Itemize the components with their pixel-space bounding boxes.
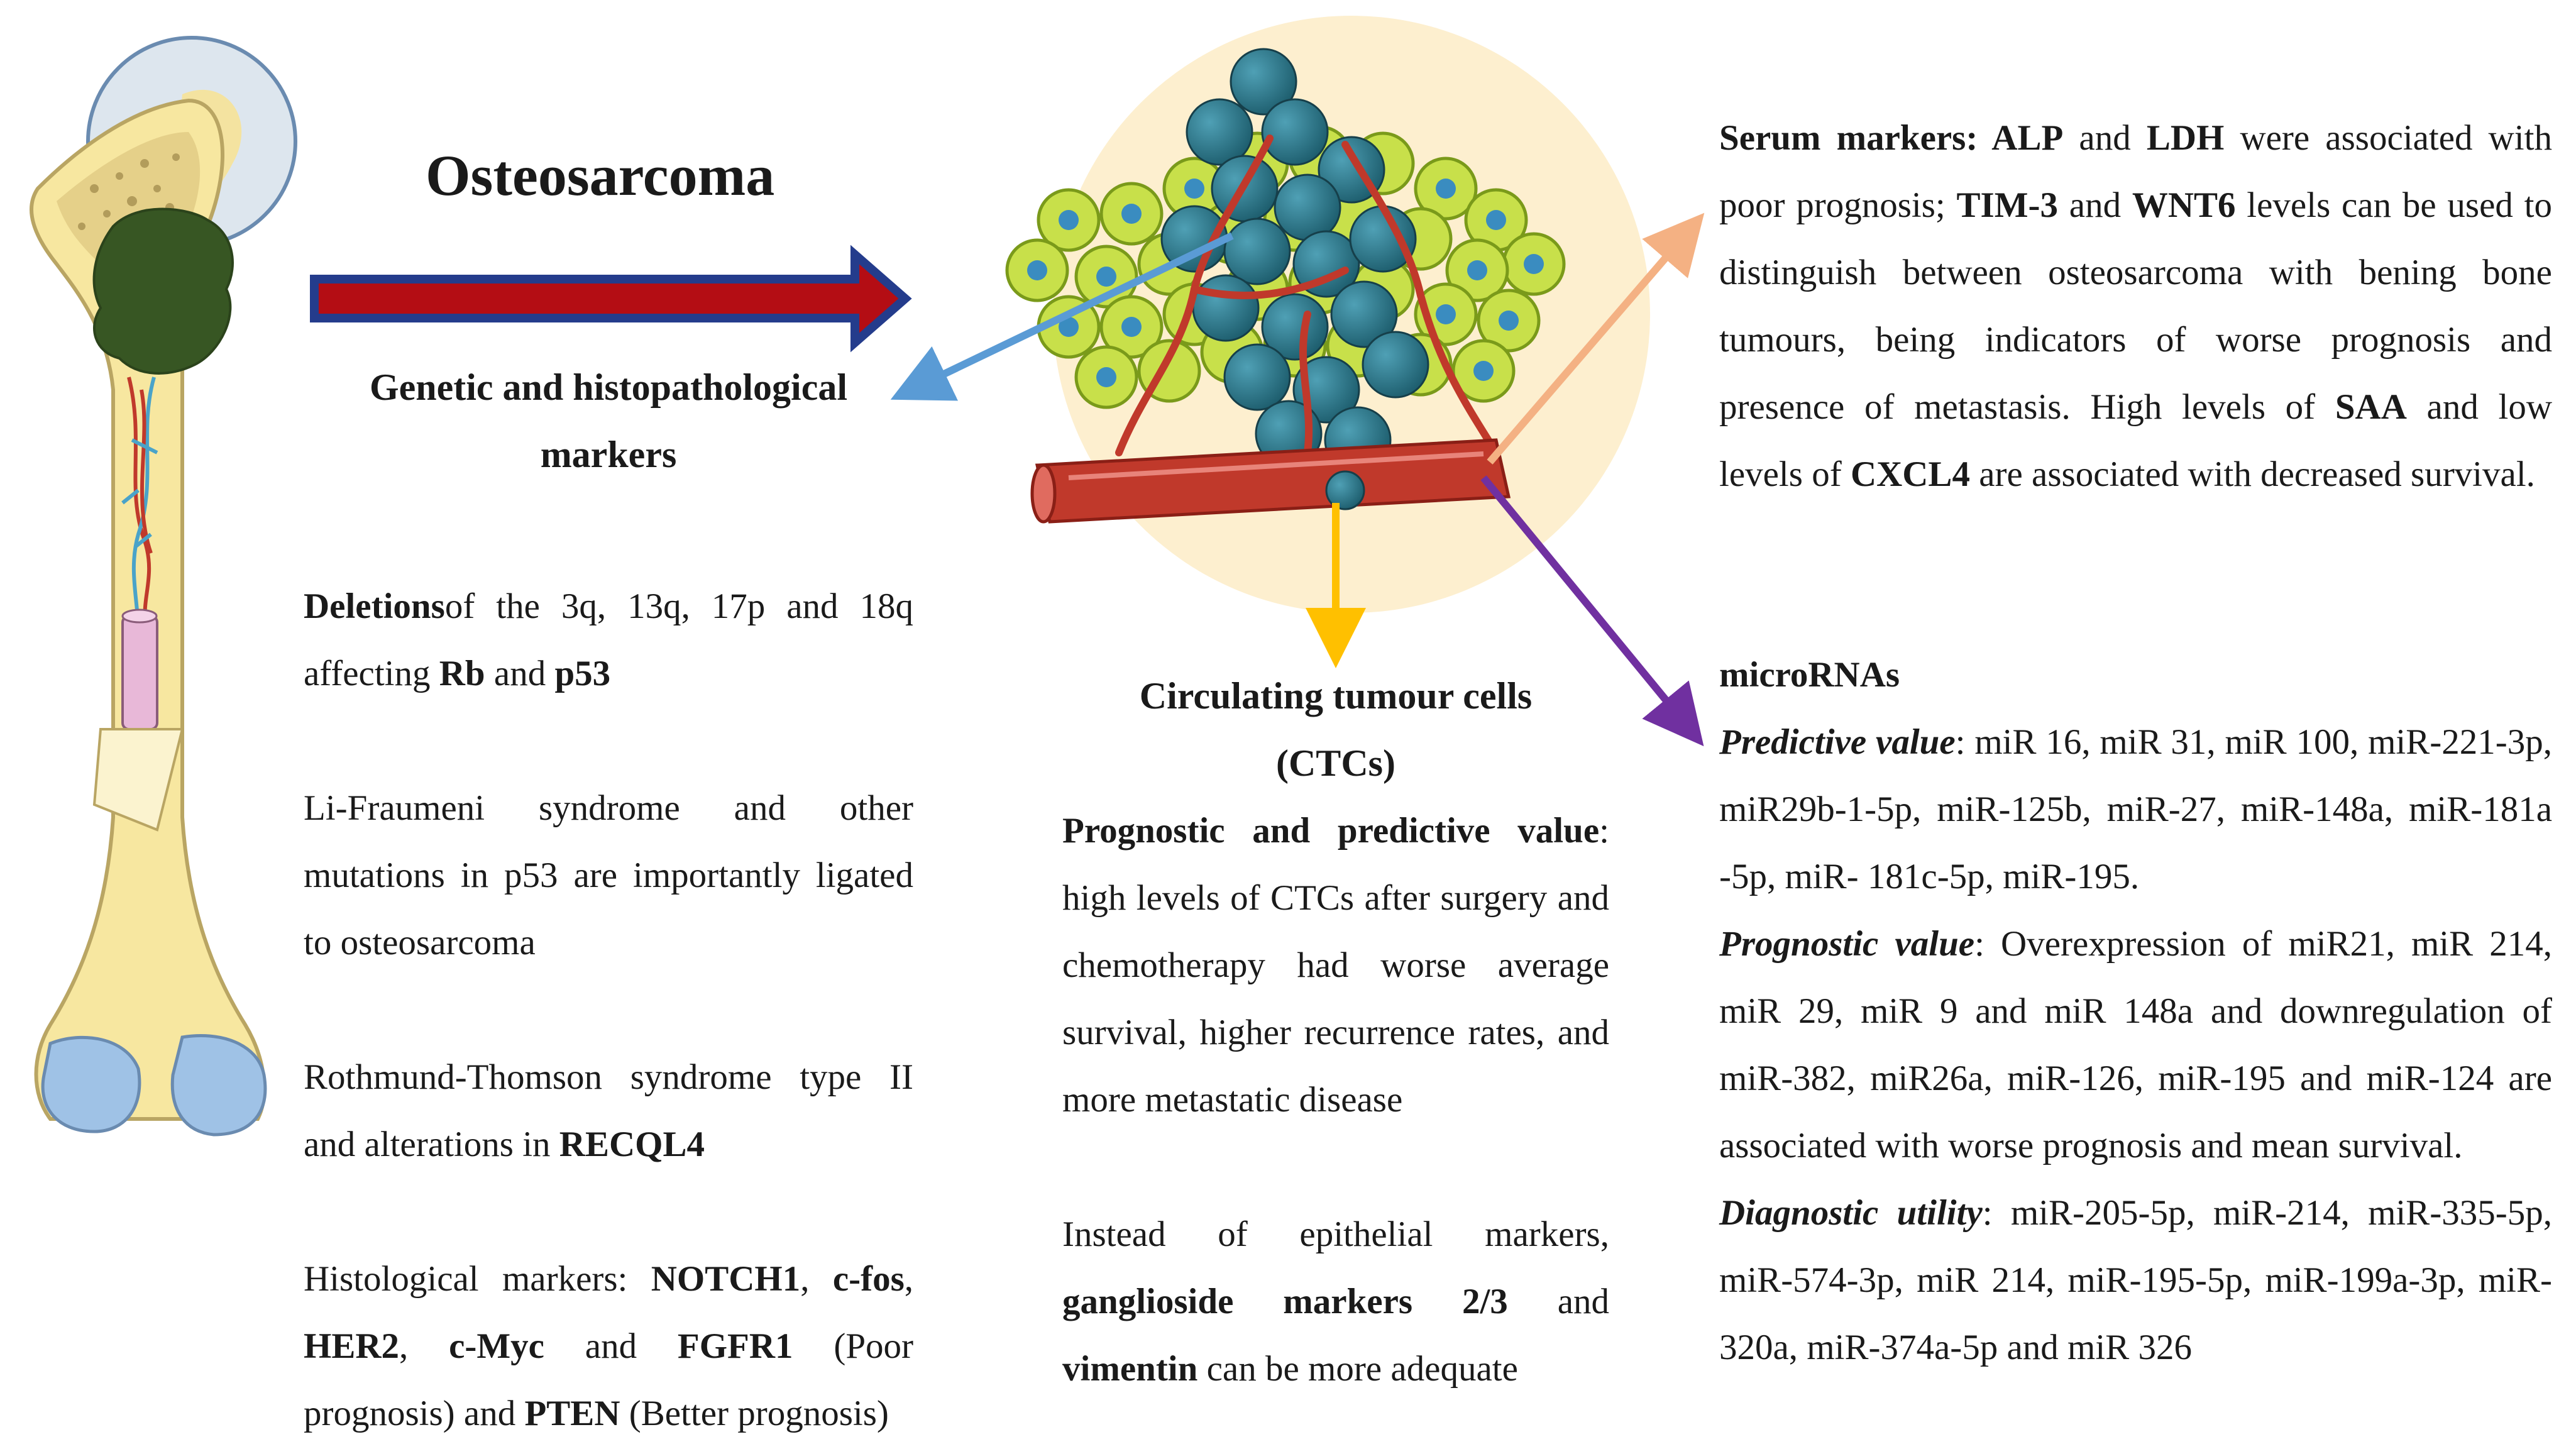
femur-bone-icon	[30, 36, 297, 1137]
genetic-para-4: Histological markers: NOTCH1, c-fos, HER…	[304, 1259, 914, 1433]
tumor-cluster-icon	[1005, 48, 1566, 524]
serum-para: Serum markers: ALP and LDH were associat…	[1719, 118, 2553, 494]
arrow-blue-icon	[890, 232, 1234, 401]
ctc-para-1: Prognostic and predictive value: high le…	[1062, 811, 1609, 1120]
arrow-purple-icon	[1480, 475, 1704, 747]
ctc-section: Circulating tumour cells (CTCs) Prognost…	[1062, 663, 1609, 1402]
ctc-para-2: Instead of epithelial markers, gangliosi…	[1062, 1214, 1609, 1389]
genetic-heading: Genetic and histopathological markers	[369, 366, 848, 475]
arrow-orange-icon	[1487, 212, 1705, 465]
main-arrow-icon	[310, 245, 912, 353]
tumor-mass-icon	[92, 207, 234, 375]
mirna-predictive: Predictive value: miR 16, miR 31, miR 10…	[1719, 722, 2552, 896]
mirna-prognostic: Prognostic value: Overexpression of miR2…	[1719, 924, 2552, 1165]
ctc-heading: Circulating tumour cells (CTCs)	[1139, 675, 1533, 784]
mirna-section: microRNAs Predictive value: miR 16, miR …	[1719, 641, 2552, 1381]
genetic-section: Genetic and histopathological markers De…	[304, 354, 913, 1447]
page-title: Osteosarcoma	[426, 143, 775, 207]
genetic-para-3: Rothmund-Thomson syndrome type II and al…	[304, 1057, 913, 1164]
mirna-heading: microRNAs	[1719, 655, 1900, 695]
serum-section: Serum markers: ALP and LDH were associat…	[1719, 104, 2552, 508]
genetic-para-1: Deletionsof the 3q, 13q, 17p and 18q aff…	[304, 587, 913, 693]
mirna-diagnostic: Diagnostic utility: miR-205-5p, miR-214,…	[1719, 1193, 2552, 1367]
genetic-para-2: Li-Fraumeni syndrome and other mutations…	[304, 788, 913, 962]
